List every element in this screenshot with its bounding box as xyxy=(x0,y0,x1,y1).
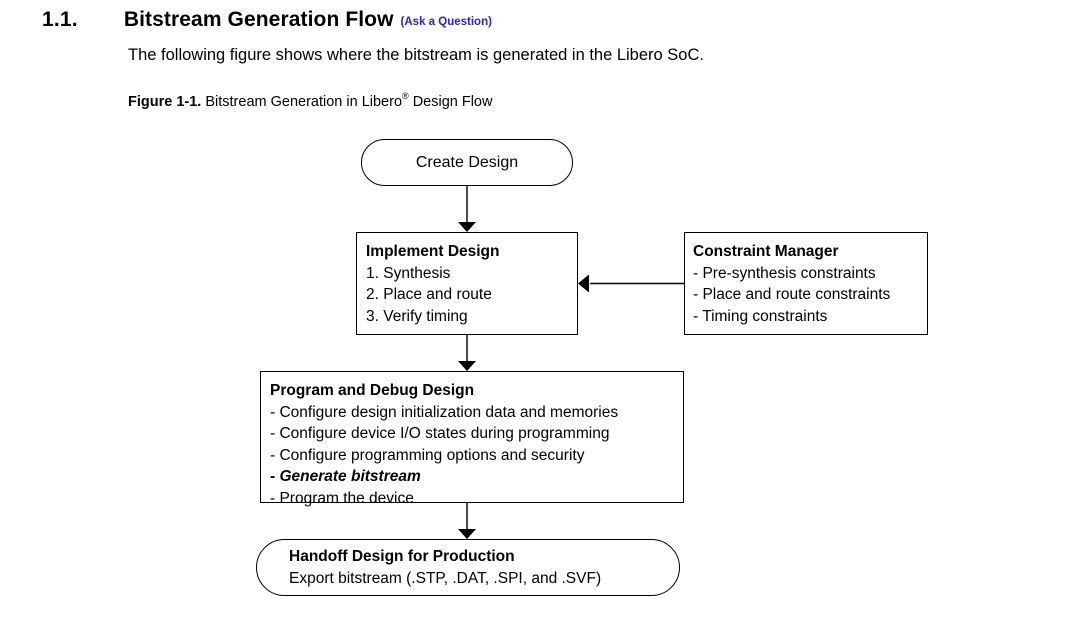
arrow-constraint-to-implement xyxy=(578,274,684,293)
figure-caption-text-after: Design Flow xyxy=(412,93,493,110)
figure-caption-label: Figure 1-1. xyxy=(128,93,202,110)
flow-node-program-and-debug-design-line-2: - Configure device I/O states during pro… xyxy=(270,425,610,442)
flow-node-constraint-manager-line-1: - Pre-synthesis constraints xyxy=(693,264,876,282)
flow-node-handoff-title: Handoff Design for Production xyxy=(289,548,515,565)
arrow-implement-to-program xyxy=(458,335,476,371)
flow-node-implement-design[interactable]: Implement Design 1. Synthesis 2. Place a… xyxy=(356,232,578,335)
flow-node-program-and-debug-design-line-4: - Generate bitstream xyxy=(270,468,421,485)
flow-node-handoff-design-for-production[interactable]: Handoff Design for Production Export bit… xyxy=(256,539,680,596)
flow-node-implement-design-title: Implement Design xyxy=(366,243,500,260)
flow-node-implement-design-line-3: 3. Verify timing xyxy=(366,307,468,325)
flow-node-program-and-debug-design[interactable]: Program and Debug Design - Configure des… xyxy=(260,371,684,507)
registered-trademark-symbol: ® xyxy=(402,91,409,101)
section-heading: 1.1. Bitstream Generation Flow (Ask a Qu… xyxy=(42,8,492,32)
flow-node-program-and-debug-design-line-5: - Program the device xyxy=(270,489,414,507)
flow-node-constraint-manager[interactable]: Constraint Manager - Pre-synthesis const… xyxy=(684,232,928,335)
flow-node-create-design-title: Create Design xyxy=(415,153,519,171)
arrow-create-to-implement xyxy=(458,186,476,232)
flow-node-implement-design-line-2: 2. Place and route xyxy=(366,286,492,303)
ask-a-question-link[interactable]: (Ask a Question) xyxy=(400,16,492,28)
figure-caption: Figure 1-1. Bitstream Generation in Libe… xyxy=(128,91,493,110)
flow-node-program-and-debug-design-line-3: - Configure programming options and secu… xyxy=(270,446,585,464)
flow-node-create-design[interactable]: Create Design xyxy=(361,139,573,186)
section-number: 1.1. xyxy=(42,8,78,31)
intro-paragraph: The following figure shows where the bit… xyxy=(128,46,704,64)
figure-caption-text-before: Bitstream Generation in Libero xyxy=(205,93,403,110)
flow-node-constraint-manager-title: Constraint Manager xyxy=(693,243,839,260)
page-title: Bitstream Generation Flow xyxy=(123,8,394,31)
flow-node-constraint-manager-line-3: - Timing constraints xyxy=(693,307,828,325)
flow-node-constraint-manager-line-2: - Place and route constraints xyxy=(693,286,891,303)
flow-node-handoff-line-1: Export bitstream (.STP, .DAT, .SPI, and … xyxy=(289,569,602,587)
flow-node-implement-design-line-1: 1. Synthesis xyxy=(366,264,451,282)
flow-node-program-and-debug-design-title: Program and Debug Design xyxy=(270,382,475,399)
flow-node-program-and-debug-design-line-1: - Configure design initialization data a… xyxy=(270,403,619,421)
